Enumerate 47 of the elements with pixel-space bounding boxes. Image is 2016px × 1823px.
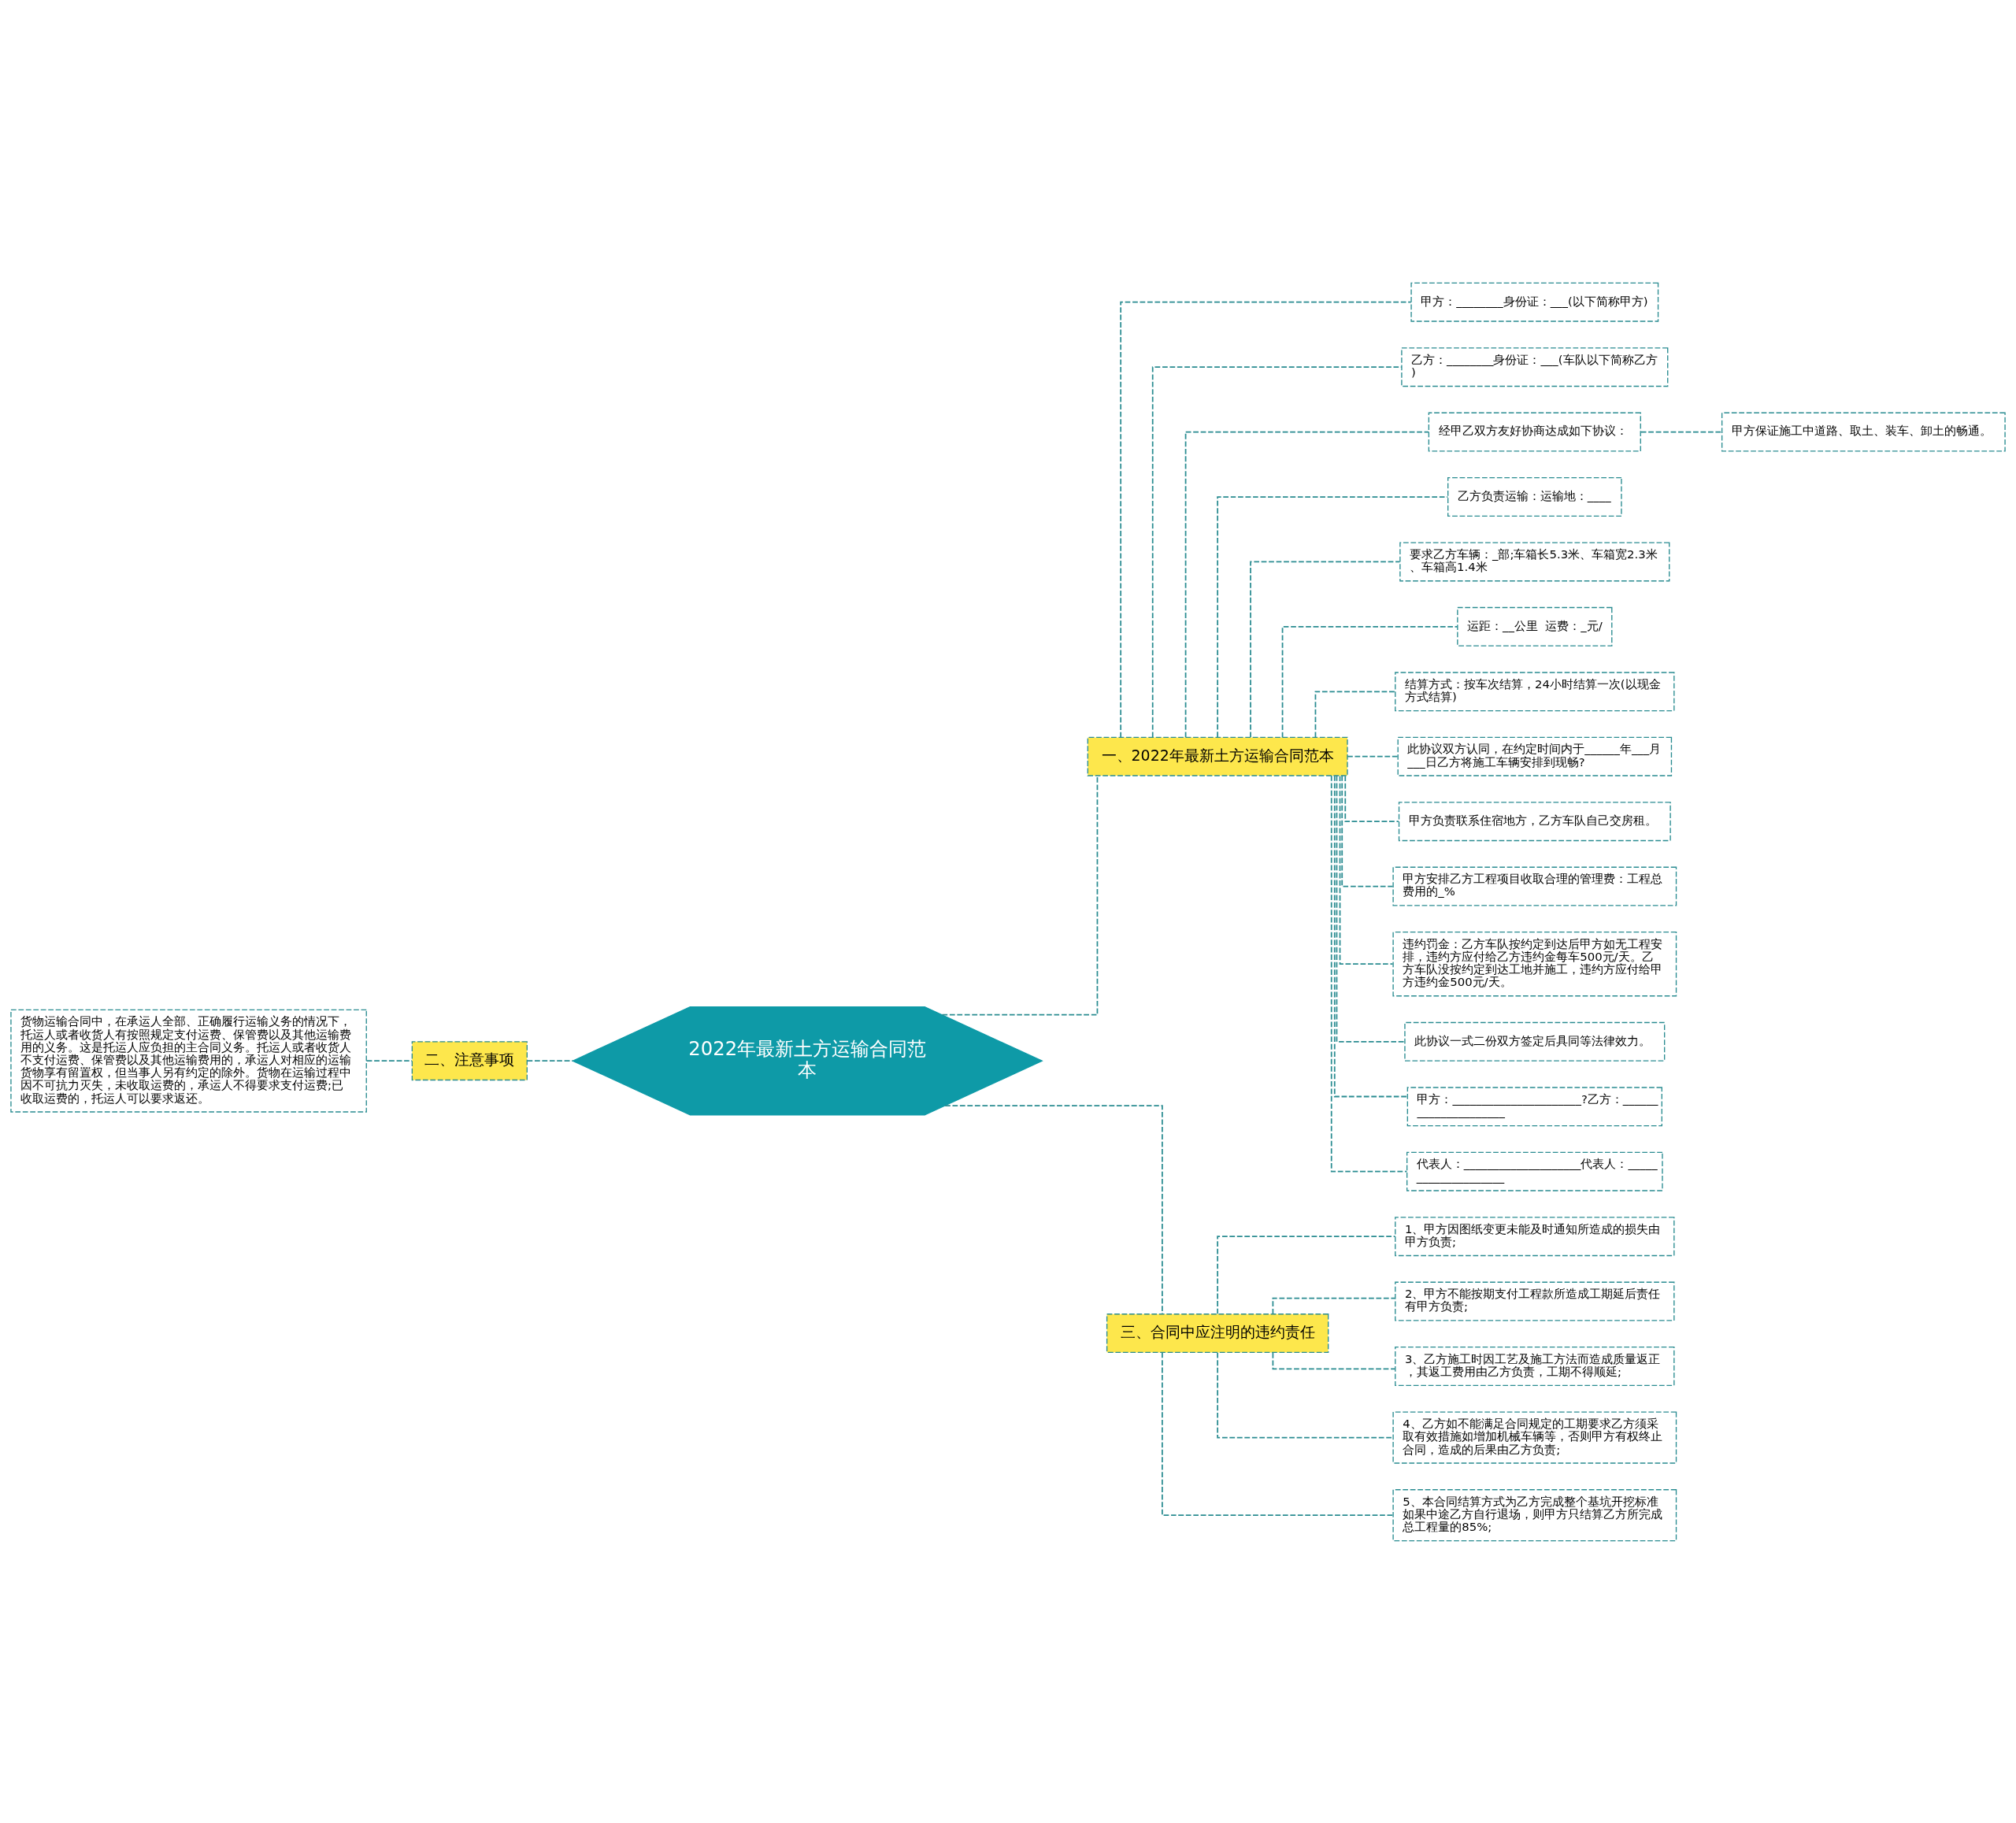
connector	[1217, 495, 1449, 738]
node-box: 3、乙方施工时因工艺及施工方法而造成质量返正，其返工费用由乙方负责，工期不得顺延;	[1395, 1346, 1675, 1386]
node-box: 经甲乙双方友好协商达成如下协议：	[1428, 412, 1641, 452]
connector	[1217, 1351, 1394, 1438]
node-box: 代表人：____________________代表人：____________________	[1406, 1151, 1663, 1191]
connector	[526, 1059, 574, 1062]
node-box: 甲方：______________________?乙方：_____________________	[1406, 1086, 1662, 1126]
node-box: 一、2022年最新土方运输合同范本	[1087, 736, 1348, 776]
connector	[1281, 625, 1458, 738]
connector	[1162, 1351, 1394, 1516]
node-box: 三、合同中应注明的违约责任	[1106, 1313, 1329, 1353]
connector	[1272, 1351, 1396, 1369]
node-box: 甲方安排乙方工程项目收取合理的管理费：工程总费用的_%	[1392, 866, 1677, 906]
node-box: 5、本合同结算方式为乙方完成整个基坑开挖标准如果中途乙方自行退场，则甲方只结算乙方所完成总工程量的85%;	[1392, 1488, 1677, 1541]
connector	[1184, 431, 1429, 738]
connector	[1120, 301, 1412, 738]
node-box: 乙方负责运输：运输地：____	[1447, 476, 1622, 517]
node-box: 此协议双方认同，在约定时间内于______年___月___日乙方将施工车辆安排到现畅?	[1397, 736, 1673, 776]
connector	[1250, 561, 1401, 738]
connector	[1341, 774, 1394, 887]
node-box: 1、甲方因图纸变更未能及时通知所造成的损失由甲方负责;	[1395, 1216, 1675, 1256]
node-box: 甲方保证施工中道路、取土、装车、卸土的畅通。	[1721, 412, 2006, 452]
connector	[1333, 774, 1409, 1097]
node-box: 货物运输合同中，在承运人全部、正确履行运输义务的情况下，托运人或者收货人有按照规定支付运费、保管费以及其他运输费用的义务。这是托运人应负担的主合同义务。托运人或者收货人不支付运费、保管费以及其他运输费用的，承运人对相应的运输货物享有留置权，但当事人另有约定的除外。货物在运输过程中因不可抗力灭失，未收取运费的，承运人不得要求支付运费;已收取运费的，托运人可以要求返还。	[10, 1009, 367, 1113]
node-box: 甲方负责联系住宿地方，乙方车队自己交房租。	[1398, 801, 1671, 841]
connector	[1314, 690, 1396, 738]
node-box: 4、乙方如不能满足合同规定的工期要求乙方须采取有效措施如增加机械车辆等，否则甲方有权终止合同，造成的后果由乙方负责;	[1392, 1410, 1677, 1464]
node-box: 运距：__公里 运费：_元/	[1457, 606, 1613, 647]
connector	[365, 1059, 413, 1062]
node-box: 2、甲方不能按期支付工程款所造成工期延后责任有甲方负责;	[1395, 1281, 1675, 1321]
connector	[941, 775, 1099, 1016]
node-box: 违约罚金：乙方车队按约定到达后甲方如无工程安排，违约方应付给乙方违约金每车500元/天。乙方车队没按约定到达工地并施工，违约方应付给甲方违约金500元/天。	[1392, 931, 1677, 996]
connector	[1339, 775, 1394, 965]
connector	[1336, 774, 1406, 1043]
node-box: 要求乙方车辆：_部;车箱长5.3米、车箱宽2.3米、车箱高1.4米	[1399, 541, 1670, 581]
node-box: 乙方：________身份证：___(车队以下简称乙方)	[1401, 346, 1669, 387]
connector	[1330, 774, 1408, 1173]
connector	[1217, 1235, 1396, 1314]
connector	[1272, 1297, 1396, 1315]
connector	[1640, 431, 1723, 432]
node-box: 二、注意事项	[411, 1040, 528, 1080]
node-box: 此协议一式二份双方签定后具同等法律效力。	[1404, 1021, 1666, 1062]
connector	[1347, 755, 1399, 758]
connector	[1344, 775, 1399, 822]
node-box: 甲方：________身份证：___(以下简称甲方)	[1410, 282, 1659, 322]
node-box: 结算方式：按车次结算，24小时结算一次(以现金方式结算)	[1395, 671, 1675, 711]
connector	[1151, 365, 1403, 738]
